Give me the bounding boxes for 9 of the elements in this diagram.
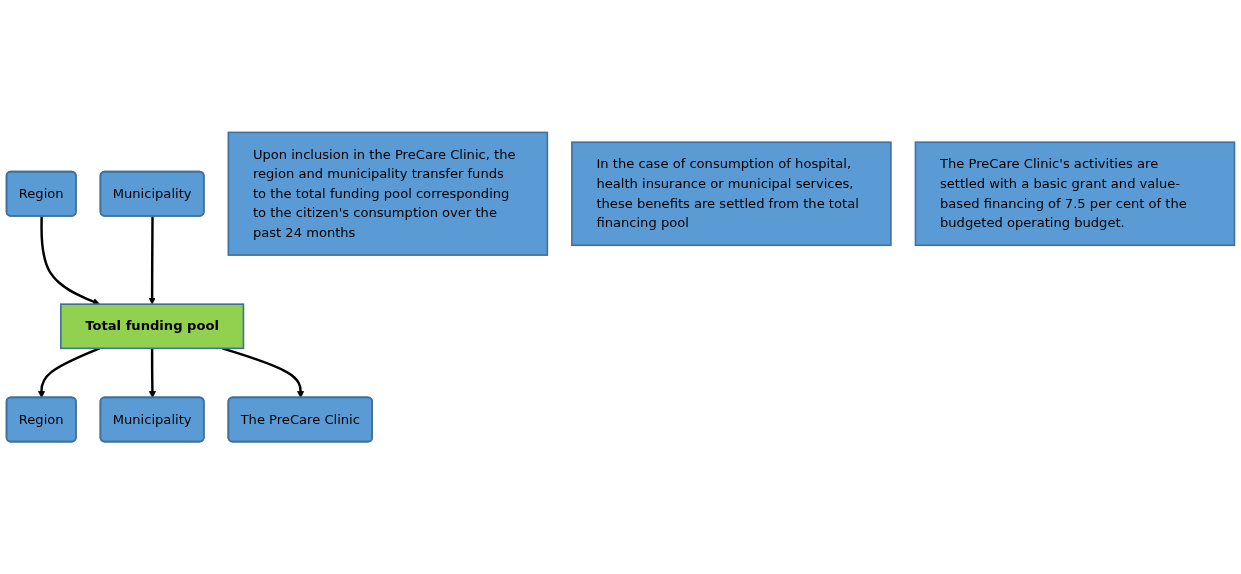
node-box: Upon inclusion in the PreCare Clinic, the region and municipality transfer funds to the total funding pool corresponding to the citizen's consumption over the past 24 months <box>227 131 549 256</box>
arrow <box>40 216 100 305</box>
arrow <box>148 348 156 399</box>
arrow <box>221 347 305 399</box>
node-box: Total funding pool <box>59 303 245 350</box>
node-box: The PreCare Clinic's activities are settled with a basic grant and value-based financing of 7.5 per cent of the budgeted operating budget. <box>914 141 1236 247</box>
arrow <box>148 216 156 305</box>
node-box: In the case of consumption of hospital, health insurance or municipal services, these benefits are settled from the total financing pool <box>571 141 892 247</box>
arrow <box>37 347 101 399</box>
